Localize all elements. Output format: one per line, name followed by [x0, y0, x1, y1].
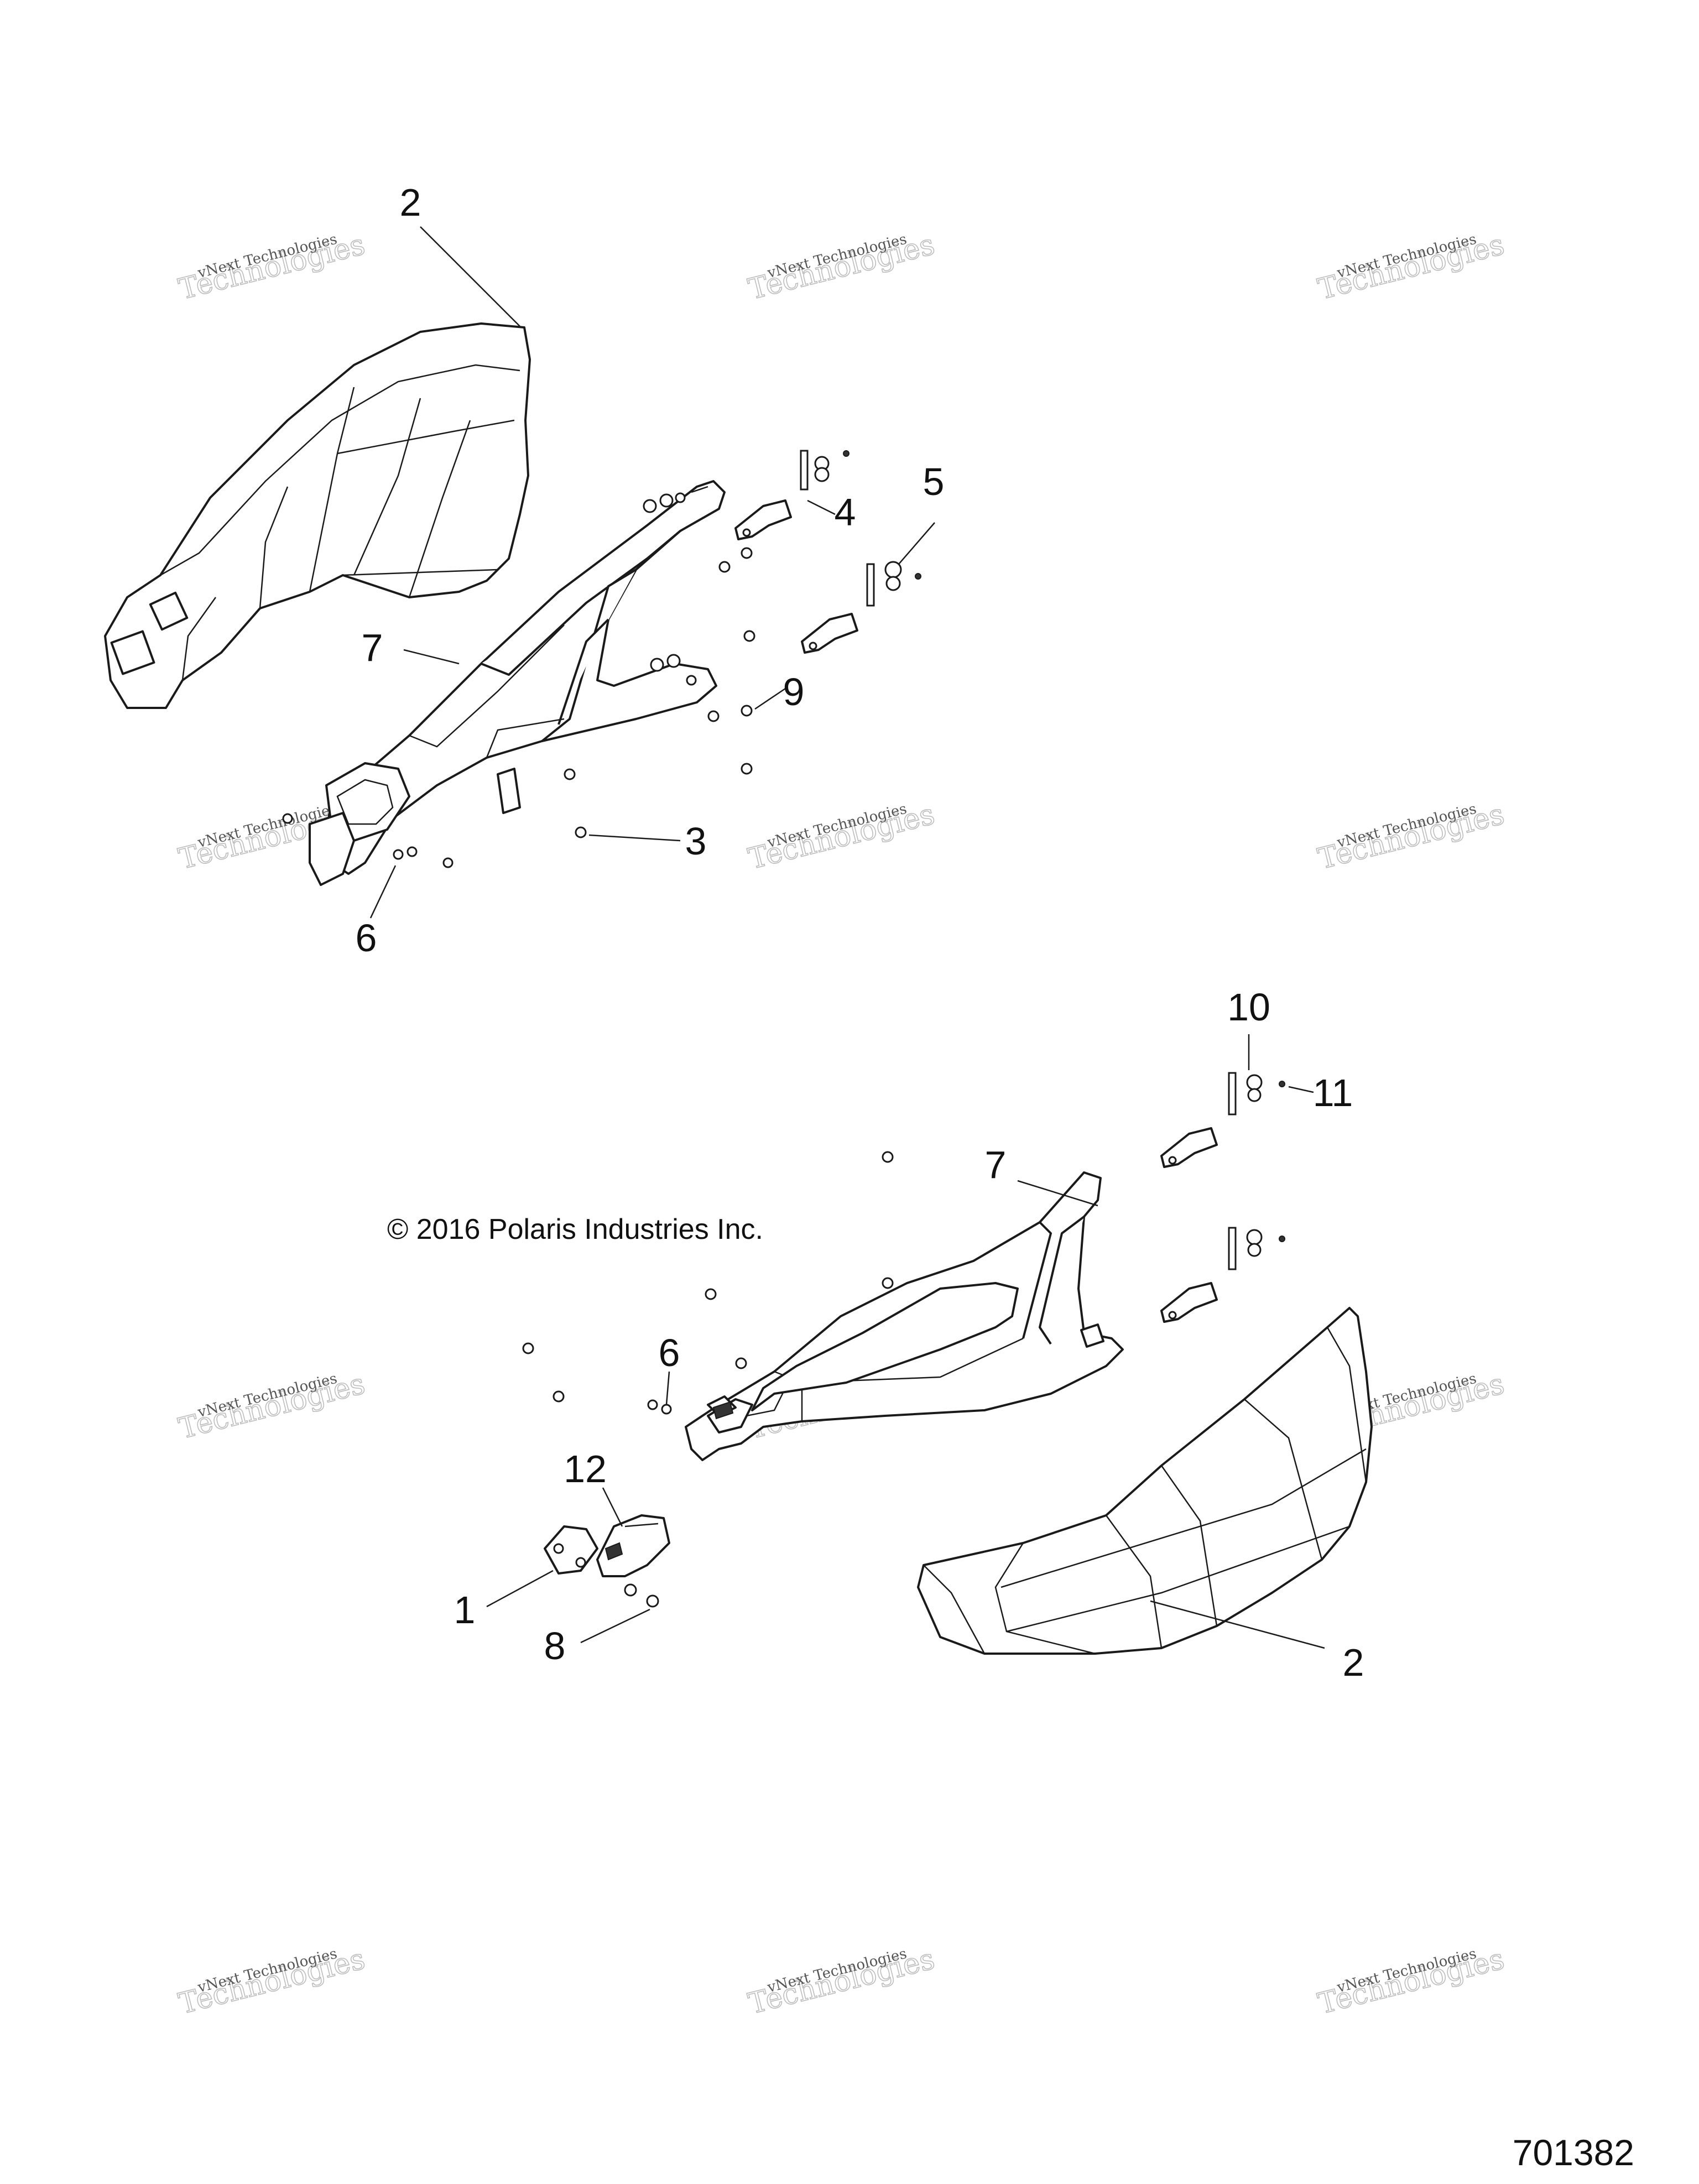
door-frame-bottom [685, 1171, 1124, 1461]
door-frame-top [309, 480, 726, 886]
door-panel-top [104, 322, 531, 709]
watermark: Technologies vNext Technologies [175, 228, 369, 307]
callout-10: 10 [1227, 986, 1270, 1029]
callout-4: 4 [835, 491, 856, 534]
callout-2-bottom: 2 [1343, 1641, 1364, 1684]
watermark: Technologies vNext Technologies [1315, 798, 1508, 877]
watermark: Technologies vNext Technologies [1315, 228, 1508, 307]
callout-5: 5 [923, 460, 945, 503]
door-panel-bottom [917, 1307, 1373, 1655]
fasteners-bottom [522, 1151, 894, 1608]
callout-12: 12 [564, 1447, 607, 1490]
latch-12 [596, 1514, 670, 1577]
callouts: 2 4 5 7 9 3 6 10 11 7 6 12 1 8 2 [356, 181, 1364, 1684]
document-number: 701382 [1513, 2132, 1634, 2173]
callout-6-top: 6 [356, 916, 377, 960]
leader-lines [369, 226, 1325, 1649]
watermark: Technologies vNext Technologies [745, 228, 939, 307]
callout-7-top: 7 [362, 626, 383, 669]
watermark: Technologies vNext Technologies [1315, 1942, 1508, 2021]
callout-11: 11 [1313, 1071, 1353, 1114]
hinge-bracket-bottom-upper [1160, 1072, 1285, 1168]
callout-7-bottom: 7 [985, 1143, 1007, 1186]
fasteners-top [282, 493, 755, 868]
hinge-bracket-bottom-lower [1160, 1227, 1285, 1323]
watermark: Technologies vNext Technologies [175, 1942, 369, 2021]
callout-9: 9 [783, 670, 805, 713]
callout-6-bottom: 6 [659, 1331, 680, 1374]
hinge-bracket-5 [801, 561, 921, 654]
callout-2-top: 2 [400, 181, 421, 224]
watermark: Technologies vNext Technologies [175, 1367, 369, 1446]
copyright-text: © 2016 Polaris Industries Inc. [387, 1213, 763, 1245]
callout-1: 1 [454, 1588, 476, 1632]
latch-bracket-1 [544, 1525, 598, 1575]
hinge-bracket-4 [734, 450, 850, 540]
callout-8: 8 [544, 1624, 566, 1667]
callout-3: 3 [685, 820, 707, 863]
watermark: Technologies vNext Technologies [745, 1942, 939, 2021]
watermark: Technologies vNext Technologies [745, 798, 939, 877]
